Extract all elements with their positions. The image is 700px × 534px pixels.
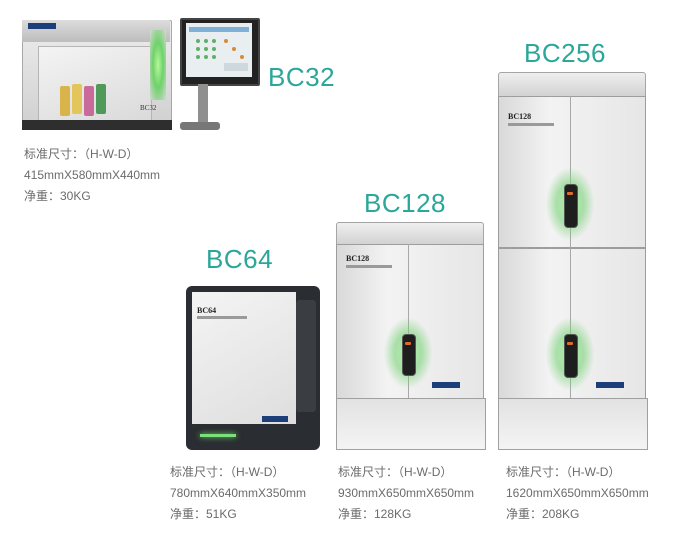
bc128-device-subtitle	[346, 265, 392, 268]
size-value: 415mmX580mmX440mm	[24, 168, 161, 182]
brand-logo-icon	[596, 382, 624, 388]
size-label: 标准尺寸：（H-W-D）	[506, 465, 621, 479]
bc256-device-top	[498, 72, 646, 98]
bc128-device-base	[336, 398, 486, 450]
size-value: 780mmX640mmX350mm	[170, 486, 307, 500]
bc256-device-label: BC128	[508, 112, 532, 121]
weight-label: 净重：30KG	[24, 189, 91, 203]
bc32-monitor-stand	[198, 84, 208, 124]
door-handle-icon	[564, 334, 578, 378]
bc64-status-light	[200, 434, 236, 437]
model-title-bc128: BC128	[364, 188, 446, 218]
brand-logo-icon	[28, 23, 56, 29]
bc128-device-top	[336, 222, 484, 246]
bc64-device-label: BC64	[197, 306, 217, 315]
spec-block-bc32: 标准尺寸：（H-W-D） 415mmX580mmX440mm 净重：30KG	[24, 144, 160, 207]
bc64-device-subtitle	[197, 316, 247, 319]
bc256-device-subtitle	[508, 123, 554, 126]
bc32-monitor-screen	[186, 23, 252, 77]
bc32-device-label: BC32	[140, 104, 157, 112]
bc128-device-label: BC128	[346, 254, 370, 263]
size-label: 标准尺寸：（H-W-D）	[338, 465, 453, 479]
weight-label: 净重：208KG	[506, 507, 580, 521]
size-value: 930mmX650mmX650mm	[338, 486, 475, 500]
bc256-device-base	[498, 398, 648, 450]
bc32-status-light	[150, 30, 166, 100]
model-title-bc32: BC32	[268, 62, 336, 92]
size-value: 1620mmX650mmX650mm	[506, 486, 649, 500]
size-label: 标准尺寸：（H-W-D）	[170, 465, 285, 479]
bc64-device-door	[192, 292, 296, 424]
model-title-bc256: BC256	[524, 38, 606, 68]
weight-label: 净重：51KG	[170, 507, 237, 521]
model-title-bc64: BC64	[206, 244, 274, 274]
size-label: 标准尺寸：（H-W-D）	[24, 147, 139, 161]
door-handle-indicator	[405, 342, 411, 345]
spec-block-bc128: 标准尺寸：（H-W-D） 930mmX650mmX650mm 净重：128KG	[338, 462, 474, 525]
brand-logo-icon	[432, 382, 460, 388]
door-handle-icon	[402, 334, 416, 376]
bc32-device-base	[22, 120, 172, 130]
bc64-side-handle	[296, 300, 316, 412]
door-handle-indicator	[567, 342, 573, 345]
door-handle-indicator	[567, 192, 573, 195]
bc32-monitor-base	[180, 122, 220, 130]
brand-logo-icon	[262, 416, 288, 422]
bc32-sample-bottles	[60, 78, 120, 116]
bc32-device-top	[22, 20, 170, 42]
bc256-door-seam	[570, 96, 571, 398]
bc32-device-door	[38, 46, 152, 126]
spec-block-bc256: 标准尺寸：（H-W-D） 1620mmX650mmX650mm 净重：208KG	[506, 462, 649, 525]
door-handle-icon	[564, 184, 578, 228]
monitor-ui-icon	[189, 27, 249, 71]
spec-block-bc64: 标准尺寸：（H-W-D） 780mmX640mmX350mm 净重：51KG	[170, 462, 306, 525]
weight-label: 净重：128KG	[338, 507, 412, 521]
